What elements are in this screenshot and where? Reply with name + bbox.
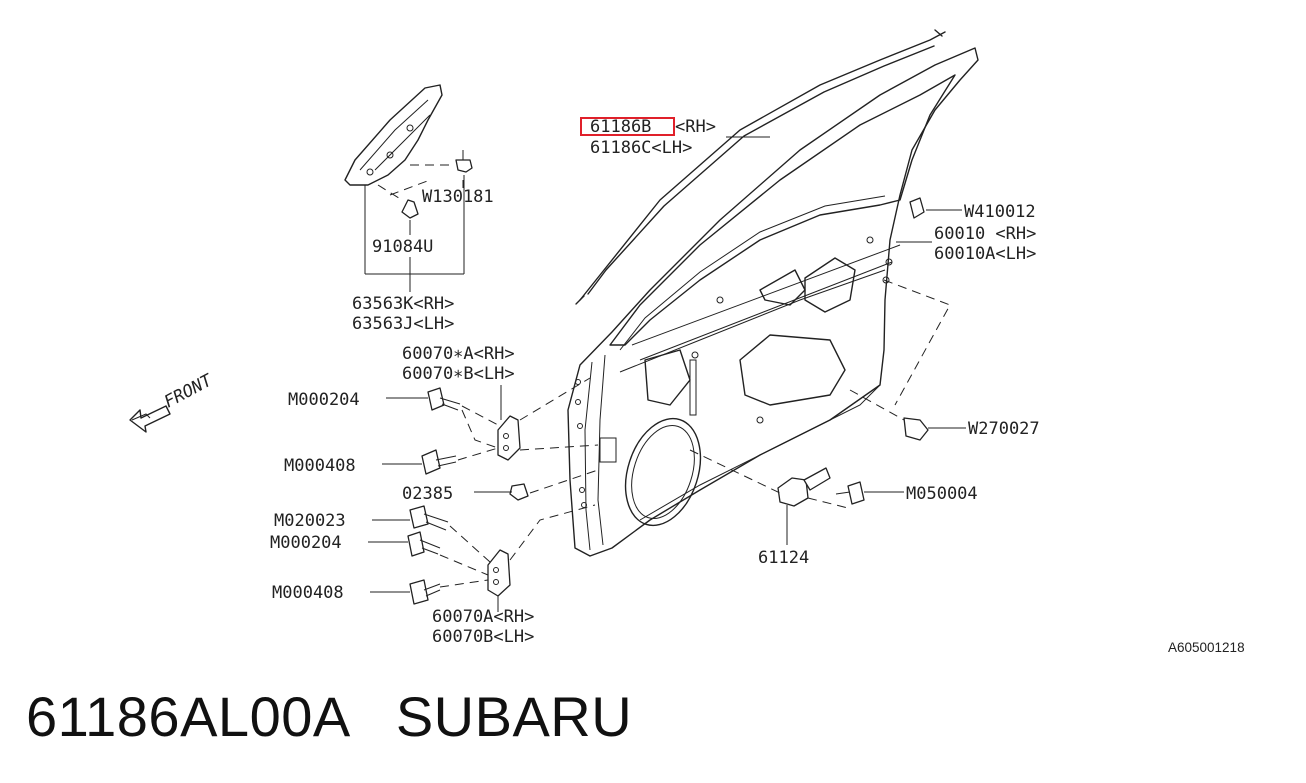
part-labels: 61186B <RH> 61186C<LH> W130181 91084U 63… [270, 117, 1245, 655]
upper-hinge-60070-star [497, 385, 521, 461]
label-m000408-upper[interactable]: M000408 [284, 456, 356, 476]
bracket-leader-lines [364, 175, 465, 292]
label-leaders [368, 136, 966, 593]
front-label: FRONT [161, 370, 217, 413]
label-63563j[interactable]: 63563J<LH> [352, 314, 454, 334]
caption-part-number: 61186AL00A [26, 685, 348, 748]
label-m020023[interactable]: M020023 [274, 511, 346, 531]
label-61186b-side: <RH> [675, 117, 716, 137]
label-w410012[interactable]: W410012 [964, 202, 1036, 222]
label-02385[interactable]: 02385 [402, 484, 453, 504]
label-91084u[interactable]: 91084U [372, 237, 433, 257]
label-m000408-lower[interactable]: M000408 [272, 583, 344, 603]
weatherstrip-61186b [575, 29, 946, 305]
mirror-bracket-63563k [344, 84, 473, 219]
assembly-dashes [439, 279, 951, 588]
label-60070-star-b[interactable]: 60070∗B<LH> [402, 364, 515, 384]
label-60070-star-a[interactable]: 60070∗A<RH> [402, 344, 515, 364]
label-60010a[interactable]: 60010A<LH> [934, 244, 1036, 264]
diagram-code: A605001218 [1168, 640, 1245, 655]
label-61124[interactable]: 61124 [758, 548, 809, 568]
label-61186b[interactable]: 61186B [590, 117, 651, 137]
label-60070b[interactable]: 60070B<LH> [432, 627, 534, 647]
label-61186c[interactable]: 61186C<LH> [590, 138, 692, 158]
bolts [407, 197, 929, 605]
label-w130181[interactable]: W130181 [422, 187, 494, 207]
caption-brand: SUBARU [395, 685, 633, 748]
label-63563k[interactable]: 63563K<RH> [352, 294, 454, 314]
door-panel-60010 [567, 47, 979, 557]
label-m050004[interactable]: M050004 [906, 484, 978, 504]
label-m000204-upper[interactable]: M000204 [288, 390, 360, 410]
highlight-box-61186b [580, 117, 675, 136]
door-check-61124 [777, 467, 831, 545]
label-m000204-lower[interactable]: M000204 [270, 533, 342, 553]
caption: 61186AL00A SUBARU [26, 684, 632, 749]
lower-hinge-60070a [487, 549, 511, 612]
label-w270027[interactable]: W270027 [968, 419, 1040, 439]
label-60010[interactable]: 60010 <RH> [934, 224, 1036, 244]
label-60070a[interactable]: 60070A<RH> [432, 607, 534, 627]
front-arrow-icon: FRONT [129, 370, 217, 433]
